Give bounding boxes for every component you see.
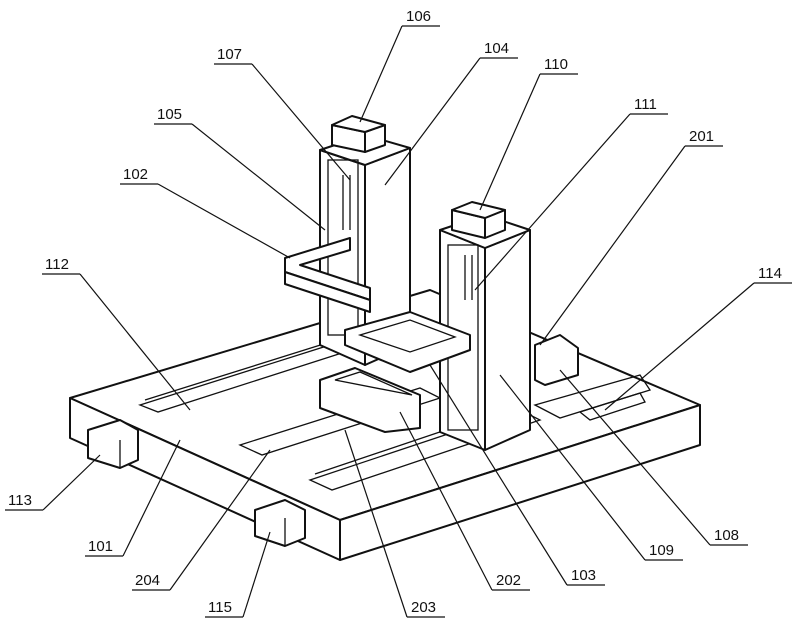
label-203: 203 <box>411 599 436 616</box>
label-113: 113 <box>8 492 32 509</box>
right-column <box>439 201 531 451</box>
label-112: 112 <box>45 256 69 273</box>
label-107: 107 <box>217 46 242 63</box>
label-115: 115 <box>208 599 232 616</box>
leader-lines <box>5 25 792 618</box>
label-114: 114 <box>758 265 782 282</box>
arms <box>87 237 579 547</box>
label-111: 111 <box>634 96 657 113</box>
label-109: 109 <box>649 542 674 559</box>
label-201: 201 <box>689 128 714 145</box>
label-102: 102 <box>123 166 148 183</box>
label-106: 106 <box>406 8 431 25</box>
label-105: 105 <box>157 106 182 123</box>
left-column <box>319 115 411 366</box>
label-103: 103 <box>571 567 596 584</box>
label-104: 104 <box>484 40 509 57</box>
label-108: 108 <box>714 527 739 544</box>
label-101: 101 <box>88 538 113 555</box>
label-204: 204 <box>135 572 160 589</box>
label-110: 110 <box>544 56 568 73</box>
reference-labels: 106 107 104 110 111 105 201 102 112 114 … <box>8 8 782 616</box>
label-202: 202 <box>496 572 521 589</box>
